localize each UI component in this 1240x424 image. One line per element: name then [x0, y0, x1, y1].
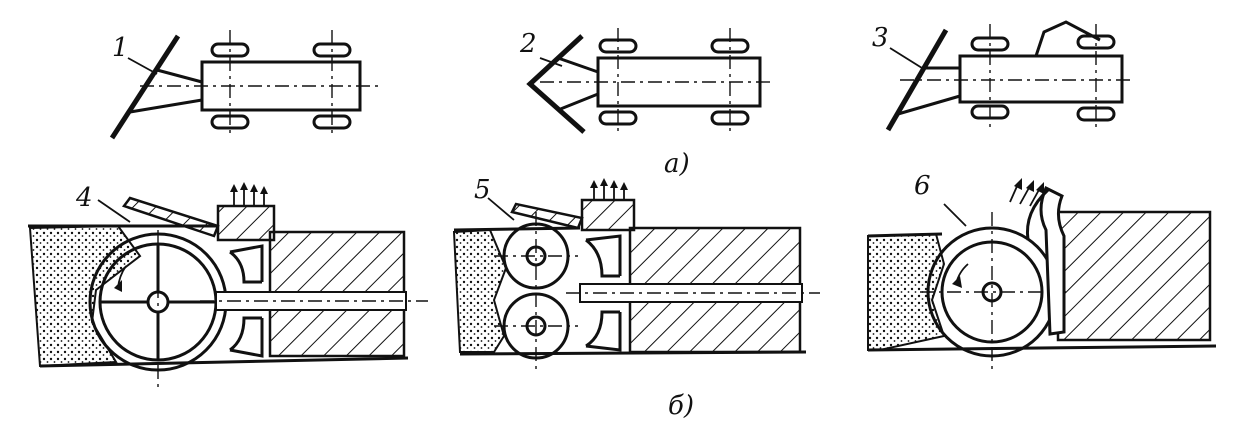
wheel — [970, 104, 1010, 120]
flow-arrows — [230, 182, 268, 206]
leader-line — [127, 57, 158, 75]
label-5: 5 — [474, 175, 491, 205]
soil-face — [28, 224, 142, 368]
wheel — [710, 38, 750, 54]
wheel — [598, 38, 638, 54]
figure-a3-oblique-blade-side: 3 — [872, 20, 1134, 132]
leader-line — [487, 197, 515, 221]
leader-line — [943, 203, 967, 227]
figure-b5-twin-drums: 5 — [452, 175, 820, 372]
flow-arrows — [1009, 178, 1044, 207]
wheel — [312, 42, 352, 58]
label-2: 2 — [519, 29, 537, 59]
wheel — [598, 110, 638, 126]
soil-face — [452, 228, 508, 353]
row-label-b: б) — [668, 391, 694, 421]
leader-line — [539, 57, 563, 67]
discharge-box — [216, 204, 276, 242]
figure-a1-oblique-blade: 1 — [109, 30, 378, 140]
row-label-a: а) — [664, 149, 690, 179]
chute-inner — [1025, 188, 1050, 241]
label-3: 3 — [872, 23, 889, 53]
discharge-box — [580, 198, 636, 232]
figure-b4-rotor-wheel: 4 — [28, 182, 428, 388]
flow-arrows — [590, 178, 628, 200]
leader-line — [97, 199, 131, 223]
impeller-upper — [585, 234, 622, 278]
figure-b6-milling-drum: 6 — [867, 171, 1217, 372]
curved-chute — [1039, 185, 1066, 336]
wheel — [210, 42, 250, 58]
impeller-upper — [229, 244, 264, 284]
blade — [885, 28, 949, 132]
figure-a2-v-blade: 2 — [519, 28, 774, 134]
tractor-body — [958, 54, 1124, 104]
wheel — [1076, 34, 1116, 50]
label-6: 6 — [914, 171, 931, 201]
blade — [526, 34, 586, 134]
impeller-lower — [229, 316, 264, 358]
wheel — [710, 110, 750, 126]
soil-block — [1056, 210, 1212, 342]
wheel — [210, 114, 250, 130]
leader-line — [889, 47, 923, 69]
label-1: 1 — [112, 33, 129, 63]
impeller-lower — [585, 310, 622, 352]
deflector-plate — [121, 196, 220, 238]
blade — [109, 34, 181, 140]
wheel — [312, 114, 352, 130]
label-4: 4 — [75, 183, 93, 213]
wheel — [1076, 106, 1116, 122]
wheel — [970, 36, 1010, 52]
